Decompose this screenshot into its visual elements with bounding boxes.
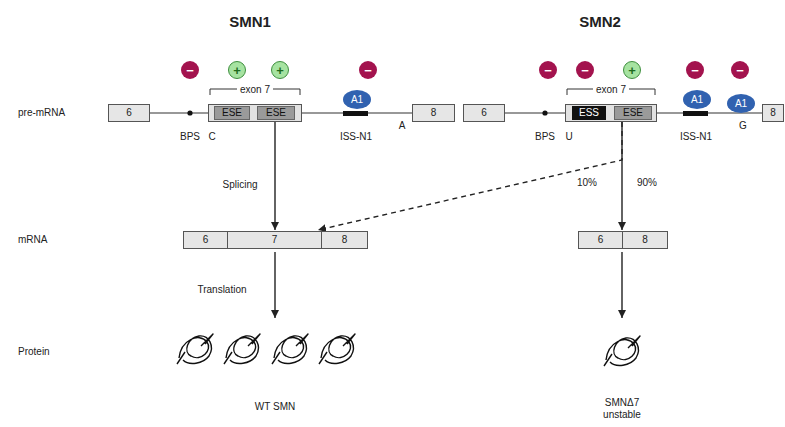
annotation-label: ISS-N1	[680, 131, 712, 143]
exon-box: 8	[412, 104, 455, 122]
annotation-label: Translation	[197, 284, 246, 296]
inhibitor-circle: −	[181, 61, 199, 79]
node-text: A1	[351, 95, 363, 105]
node-text: −	[736, 64, 744, 77]
annotation-label: A	[399, 120, 406, 132]
annotation-label: BPS	[535, 131, 555, 143]
node-text: 8	[642, 235, 648, 245]
protein-illustration	[177, 334, 640, 366]
enhancer-circle: +	[228, 61, 246, 79]
node-text: 6	[126, 108, 132, 118]
node-text: −	[581, 64, 589, 77]
hnrnp-a1-oval: A1	[727, 94, 755, 113]
enhancer-circle: +	[271, 61, 289, 79]
inhibitor-circle: −	[359, 61, 377, 79]
ese-box: ESE	[614, 106, 652, 120]
edge-label: Splicing	[220, 179, 259, 191]
exon-bracket	[210, 89, 655, 95]
annotation-label: WT SMN	[255, 401, 295, 413]
translation-arrow	[275, 252, 622, 318]
inhibitor-circle: −	[731, 61, 749, 79]
gene-title: SMN1	[229, 13, 271, 30]
annotation-label: G	[739, 120, 747, 132]
node-text: −	[544, 64, 552, 77]
exon-heading: exon 7	[593, 84, 629, 96]
node-text: ESE	[222, 108, 242, 118]
node-text: A1	[735, 99, 747, 109]
dashed-splicing-arrow	[318, 122, 622, 230]
exon-box: 6	[108, 104, 150, 122]
node-text: 8	[342, 235, 348, 245]
mrna-exon-box: 6	[183, 231, 228, 249]
ese-box: ESE	[257, 106, 295, 120]
exon-box: 6	[463, 104, 505, 122]
node-text: +	[628, 64, 636, 77]
node-text: 7	[272, 235, 278, 245]
node-text: 6	[203, 235, 209, 245]
node-text: 8	[431, 108, 437, 118]
node-text: A1	[691, 95, 703, 105]
annotation-label: C	[208, 131, 215, 143]
edge-label: 10%	[575, 177, 599, 189]
mrna-exon-box: 6	[578, 231, 623, 249]
node-text: +	[276, 64, 284, 77]
node-text: 8	[770, 108, 776, 118]
splicing-arrow	[621, 122, 622, 230]
annotation-label: Protein	[18, 346, 50, 358]
annotation-label: BPS	[180, 131, 200, 143]
annotation-label: ISS-N1	[340, 131, 372, 143]
mrna-exon-box: 8	[622, 231, 668, 249]
annotation-label: pre-mRNA	[18, 107, 65, 119]
edge-label: 90%	[635, 177, 659, 189]
inhibitor-circle: −	[539, 61, 557, 79]
node-text: +	[233, 64, 241, 77]
inhibitor-circle: −	[576, 61, 594, 79]
enhancer-circle: +	[623, 61, 641, 79]
exon7-box: exon 7ESEESE	[208, 104, 302, 122]
exon-heading: exon 7	[237, 84, 273, 96]
node-text: ESE	[266, 108, 286, 118]
mrna-exon-box: 8	[321, 231, 368, 249]
splicing-arrow	[274, 122, 275, 230]
ess-box: ESS	[572, 106, 606, 120]
mrna-exon-box: 7	[227, 231, 322, 249]
node-text: ESE	[623, 108, 643, 118]
gene-title: SMN2	[579, 13, 621, 30]
node-text: ESS	[579, 108, 599, 118]
hnrnp-a1-oval: A1	[343, 90, 371, 109]
annotation-label: U	[565, 131, 572, 143]
node-text: 6	[481, 108, 487, 118]
exon7-box: exon 7ESSESE	[565, 104, 657, 122]
node-text: 6	[598, 235, 604, 245]
node-text: −	[691, 64, 699, 77]
hnrnp-a1-oval: A1	[683, 90, 711, 109]
annotation-label: SMNΔ7 unstable	[594, 397, 650, 420]
ese-box: ESE	[214, 106, 250, 120]
node-text: −	[364, 64, 372, 77]
exon-box: 8	[762, 104, 784, 122]
inhibitor-circle: −	[686, 61, 704, 79]
node-text: −	[186, 64, 194, 77]
annotation-label: mRNA	[18, 234, 47, 246]
